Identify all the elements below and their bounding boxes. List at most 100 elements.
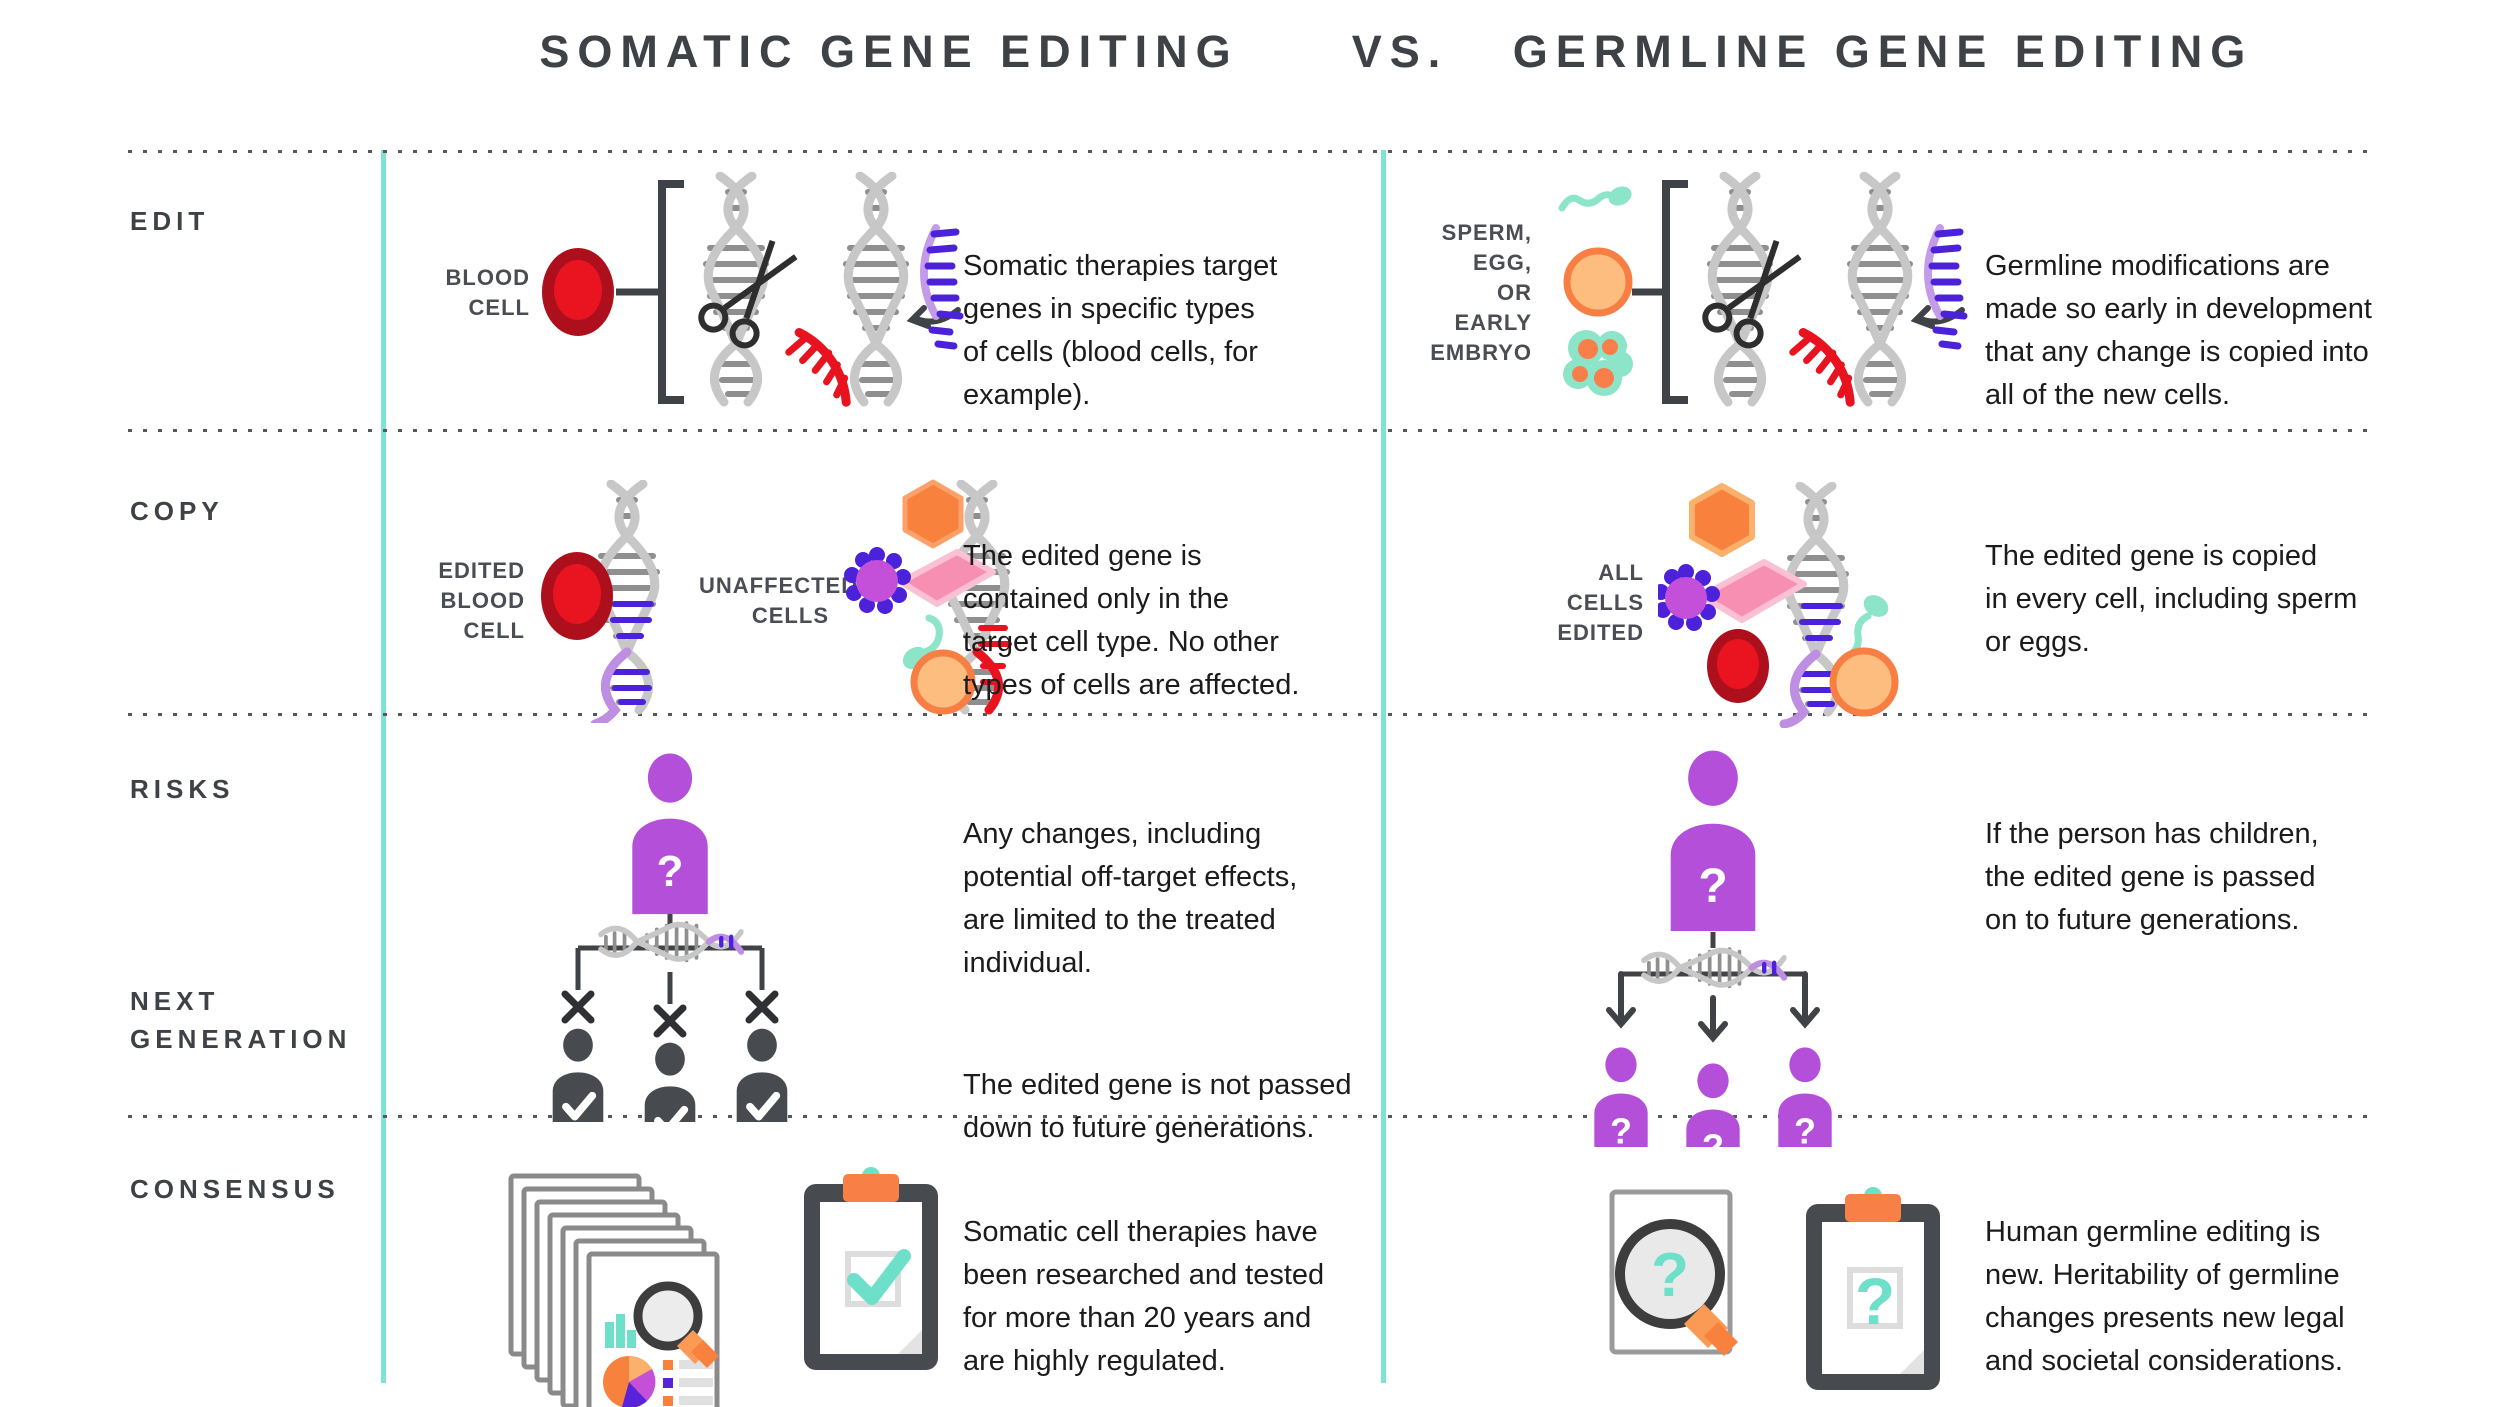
svg-text:?: ? bbox=[1702, 1127, 1724, 1147]
egg-cell-icon bbox=[910, 649, 976, 715]
red-segment-overlay bbox=[972, 625, 1012, 715]
treated-person-icon bbox=[1670, 750, 1756, 931]
unaffected-children-icons bbox=[552, 1028, 788, 1122]
clip bbox=[843, 1174, 899, 1202]
blood-cell-label: BLOOD CELL bbox=[445, 264, 530, 320]
title-somatic: SOMATIC GENE EDITING bbox=[539, 26, 1239, 77]
document-question-icon: ? bbox=[1609, 1189, 1738, 1356]
magnifier-icon: ? bbox=[1615, 1219, 1738, 1356]
question-box bbox=[1847, 1267, 1903, 1329]
guide-rna-red-icon bbox=[785, 327, 851, 407]
copy-germline-text: The edited gene is copied in every cell,… bbox=[1985, 540, 2358, 658]
pie-chart-icon bbox=[603, 1355, 656, 1407]
divider-teal-right bbox=[1381, 150, 1386, 1383]
edit-germline-icons: SPERM, EGG, OR EARLY EMBRYO bbox=[1430, 170, 1972, 415]
x-mark-icon bbox=[745, 990, 779, 1024]
purple-edit-overlay bbox=[1779, 603, 1843, 728]
blood-cell-icon bbox=[541, 552, 613, 640]
check-mark-icon bbox=[847, 1249, 911, 1305]
edit-somatic-text: Somatic therapies target genes in specif… bbox=[963, 250, 1278, 411]
edited-blood-cell-label: EDITED BLOOD CELL bbox=[438, 557, 525, 643]
affected-children-icons: ? ? ? bbox=[1594, 1047, 1832, 1147]
egg-icon bbox=[1563, 247, 1633, 317]
purple-edit-overlay bbox=[590, 601, 654, 723]
clipboard-check-icon bbox=[804, 1167, 938, 1370]
title-vs: VS. bbox=[1351, 26, 1449, 77]
bracket-icon bbox=[1662, 180, 1688, 404]
dotted-line-3 bbox=[128, 713, 2372, 716]
purple-edit-overlay bbox=[705, 933, 745, 955]
row-label-edit: EDIT bbox=[130, 206, 210, 236]
question-mark: ? bbox=[657, 847, 684, 896]
branch-arrows bbox=[1606, 971, 1820, 1043]
dna-horizontal-icon bbox=[1644, 949, 1788, 986]
scissors-icon bbox=[698, 240, 798, 349]
risks-germline-icon: ? ? ? ? bbox=[1594, 750, 1832, 1147]
dotted-line-2 bbox=[128, 429, 2372, 432]
bar-chart-icon bbox=[605, 1314, 636, 1348]
branch-drops bbox=[575, 948, 765, 1004]
copy-somatic-icons: EDITED BLOOD CELL UNAFFECTED CELLS bbox=[425, 478, 1031, 723]
egg-cell-icon bbox=[1829, 647, 1899, 717]
guide-rna-red-icon bbox=[1789, 327, 1855, 407]
dotted-line-4 bbox=[128, 1115, 2372, 1118]
consensus-germline-text: Human germline editing is new. Heritabil… bbox=[1985, 1216, 2345, 1377]
svg-text:?: ? bbox=[1651, 1241, 1689, 1310]
question-mark: ? bbox=[1698, 860, 1727, 913]
all-cells-edited-icon bbox=[1658, 478, 1899, 728]
x-marks bbox=[561, 990, 779, 1038]
edit-somatic-illustration-icon bbox=[542, 170, 964, 407]
folded-corner bbox=[1900, 1350, 1924, 1374]
scissors-icon bbox=[1702, 240, 1802, 349]
dna-helix-icon bbox=[1850, 176, 1910, 402]
magnifier-icon bbox=[633, 1281, 719, 1368]
risks-somatic-text: Any changes, including potential off-tar… bbox=[963, 818, 1352, 1144]
unaffected-cells-icon bbox=[844, 479, 1012, 715]
clipboard-question-icon: ? bbox=[1806, 1187, 1940, 1390]
dna-horizontal-icon bbox=[601, 923, 745, 960]
embryo-icon bbox=[1563, 330, 1633, 396]
edit-somatic-icons: BLOOD CELL bbox=[430, 170, 968, 415]
risks-germline-text: If the person has children, the edited g… bbox=[1985, 818, 2319, 936]
consensus-somatic-text: Somatic cell therapies have been researc… bbox=[963, 1216, 1325, 1377]
copy-germline-icons: ALL CELLS EDITED bbox=[1552, 478, 1908, 728]
child-person-check-icon bbox=[644, 1042, 696, 1122]
child-person-check-icon bbox=[736, 1028, 788, 1122]
x-mark-icon bbox=[561, 990, 595, 1024]
research-papers-icon bbox=[508, 1173, 720, 1407]
purple-edit-overlay bbox=[1748, 959, 1788, 981]
sperm-icon bbox=[1558, 186, 1632, 212]
dna-helix-icon bbox=[846, 176, 906, 402]
parallelogram-cell-icon bbox=[898, 549, 996, 607]
parallelogram-cell-icon bbox=[1699, 559, 1807, 623]
arrow-head-icon bbox=[1790, 1007, 1820, 1029]
x-mark-icon bbox=[653, 1004, 687, 1038]
child-person-question-icon: ? bbox=[1686, 1063, 1740, 1147]
copy-somatic-text: The edited gene is contained only in the… bbox=[963, 540, 1300, 701]
hexagon-cell-icon bbox=[1689, 483, 1755, 557]
flower-cell-icon bbox=[844, 547, 911, 614]
risks-somatic-icon: ? bbox=[552, 753, 788, 1122]
replacement-dna-purple-icon bbox=[920, 224, 964, 350]
row-label-consensus: CONSENSUS bbox=[130, 1174, 340, 1204]
list-lines-icon bbox=[663, 1360, 713, 1406]
edited-cell-dna-icon bbox=[541, 478, 687, 723]
row-label-next-generation: NEXT GENERATION bbox=[130, 986, 352, 1054]
blood-cell-icon bbox=[542, 248, 614, 336]
all-cells-edited-label: ALL CELLS EDITED bbox=[1557, 560, 1644, 645]
flower-cell-icon bbox=[1658, 564, 1720, 631]
hexagon-cell-icon bbox=[902, 479, 964, 549]
unaffected-cells-label: UNAFFECTED CELLS bbox=[699, 572, 859, 628]
row-label-copy: COPY bbox=[130, 496, 224, 526]
treated-person-icon bbox=[632, 753, 708, 915]
folded-corner bbox=[898, 1330, 922, 1354]
question-mark: ? bbox=[1855, 1264, 1895, 1338]
child-person-question-icon: ? bbox=[1778, 1047, 1832, 1147]
child-person-check-icon bbox=[552, 1028, 604, 1122]
divider-teal-left bbox=[381, 150, 386, 1383]
dotted-line-1 bbox=[128, 150, 2372, 153]
consensus-somatic-icons bbox=[505, 1162, 946, 1407]
arrow-head-icon bbox=[1698, 1021, 1728, 1043]
blood-cell-icon bbox=[1707, 629, 1769, 703]
